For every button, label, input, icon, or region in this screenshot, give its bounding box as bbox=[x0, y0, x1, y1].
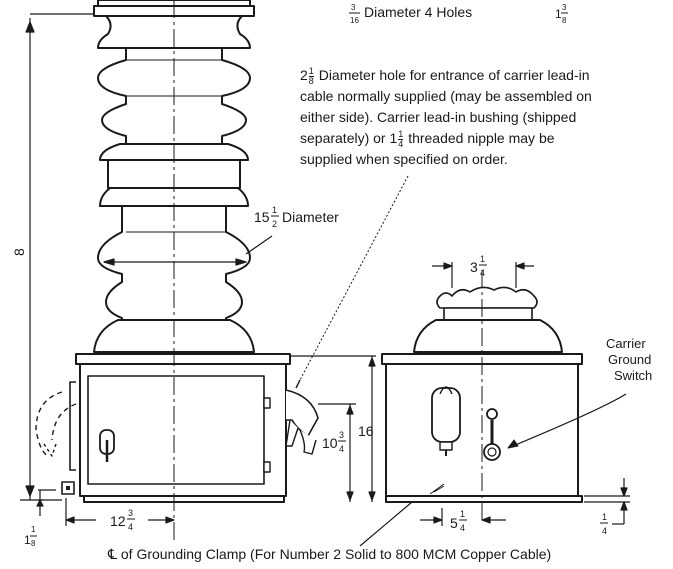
base-offset-den: 8 bbox=[31, 539, 36, 548]
half-width-den: 4 bbox=[128, 522, 133, 532]
note-line4-a: separately) or bbox=[300, 130, 386, 146]
half-width-dimension bbox=[65, 498, 175, 526]
box-dimensions bbox=[290, 355, 376, 502]
top-label-text: Diameter 4 Holes bbox=[364, 4, 472, 20]
half-width-whole: 12 bbox=[110, 513, 126, 529]
top-label-frac-num: 3 bbox=[351, 3, 356, 12]
diameter-num: 1 bbox=[272, 205, 277, 215]
half-width-num: 3 bbox=[128, 508, 133, 518]
note-line1: Diameter hole for entrance of carrier le… bbox=[318, 67, 590, 83]
note-line4-whole: 1 bbox=[389, 130, 398, 146]
top-right-den: 8 bbox=[562, 16, 567, 25]
base-offset-whole: 1 bbox=[24, 533, 31, 547]
clamp-offset-num: 1 bbox=[460, 509, 465, 519]
door-dim-num: 3 bbox=[339, 430, 344, 440]
note-line4-num: 1 bbox=[398, 128, 404, 140]
base-plate-dimension bbox=[584, 478, 630, 525]
base-plate-num: 1 bbox=[602, 512, 607, 522]
base-offset-num: 1 bbox=[31, 525, 36, 534]
height-label: 8 bbox=[11, 248, 27, 256]
switch-label-line3: Switch bbox=[614, 368, 652, 383]
top-right-whole: 1 bbox=[555, 7, 562, 21]
top-width-dimension bbox=[432, 262, 534, 288]
switch-leader bbox=[507, 393, 627, 449]
switch-label-line1: Carrier bbox=[606, 336, 646, 351]
diameter-text: Diameter bbox=[282, 209, 339, 225]
top-right-num: 3 bbox=[562, 3, 567, 12]
top-label-frac-den: 16 bbox=[350, 16, 359, 25]
note-line4-den: 4 bbox=[398, 138, 404, 149]
diameter-whole: 15 bbox=[254, 209, 270, 225]
front-housing bbox=[35, 353, 319, 503]
clamp-offset-whole: 5 bbox=[450, 515, 458, 531]
diameter-den: 2 bbox=[272, 219, 277, 229]
top-width-den: 4 bbox=[480, 268, 485, 278]
switch-label-line2: Ground bbox=[608, 352, 651, 367]
base-plate-den: 4 bbox=[602, 526, 607, 536]
door-dim-whole: 10 bbox=[322, 435, 338, 451]
note-line2: cable normally supplied (may be assemble… bbox=[300, 88, 592, 104]
clamp-offset-dimension bbox=[420, 483, 506, 526]
note-frac-num: 1 bbox=[308, 65, 314, 77]
labels: 3 16 Diameter 4 Holes 1 3 8 15 1 2 Diame… bbox=[11, 3, 652, 548]
note-whole: 2 bbox=[300, 67, 308, 83]
note-leader bbox=[299, 175, 409, 381]
box-height-label: 16 bbox=[358, 423, 374, 439]
diameter-dimension bbox=[103, 235, 273, 266]
base-offset-dimension bbox=[36, 489, 56, 516]
top-width-num: 1 bbox=[480, 254, 485, 264]
note-line3: either side). Carrier lead-in bushing (s… bbox=[300, 109, 577, 125]
note-line5: supplied when specified on order. bbox=[300, 151, 508, 167]
grounding-clamp-caption: ℄ of Grounding Clamp (For Number 2 Solid… bbox=[108, 546, 552, 562]
clamp-offset-den: 4 bbox=[460, 523, 465, 533]
top-width-whole: 3 bbox=[470, 259, 478, 275]
note-line4-b: threaded nipple may be bbox=[408, 130, 555, 146]
height-dimension bbox=[20, 13, 94, 501]
note-frac-den: 8 bbox=[308, 75, 314, 86]
door-dim-den: 4 bbox=[339, 444, 344, 454]
